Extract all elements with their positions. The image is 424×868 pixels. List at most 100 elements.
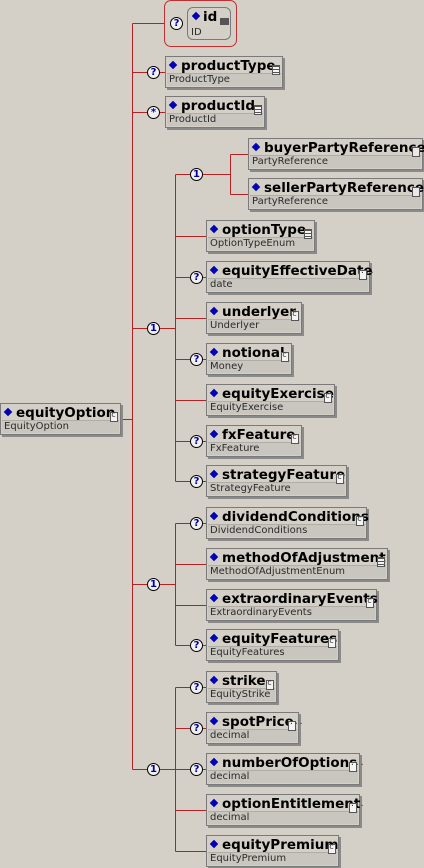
simple-type-icon — [288, 717, 303, 731]
element-name: fxFeature — [210, 427, 295, 443]
complex-type-icon — [366, 596, 374, 608]
element-type: MethodOfAdjustmentEnum — [208, 565, 386, 578]
simple-type-icon — [349, 758, 364, 772]
optional-badge: ? — [190, 517, 203, 530]
complex-type-icon — [336, 472, 344, 484]
optional-badge: ? — [190, 763, 203, 776]
element-optionentitlement[interactable]: optionEntitlement decimal — [206, 794, 364, 826]
element-producttype[interactable]: productType ProductType — [165, 56, 283, 88]
element-type: EquityPremium — [208, 852, 337, 865]
element-numberofoptions[interactable]: numberOfOptions decimal — [206, 753, 364, 785]
attribute-id[interactable]: id ID — [187, 7, 231, 40]
element-type: decimal — [208, 729, 297, 742]
complex-type-icon — [266, 678, 274, 690]
complex-type-icon — [324, 391, 332, 403]
complex-type-icon — [291, 309, 299, 321]
complex-type-icon — [291, 432, 299, 444]
element-equitypremium[interactable]: equityPremium EquityPremium — [206, 835, 339, 867]
optional-badge: ? — [190, 639, 203, 652]
optional-badge: ? — [190, 681, 203, 694]
element-optiontype[interactable]: optionType OptionTypeEnum — [206, 220, 315, 252]
type-icon — [412, 147, 420, 157]
simple-type-icon — [254, 105, 262, 115]
element-name: productType — [169, 58, 276, 74]
element-name: equityPremium — [210, 837, 338, 853]
element-name: optionEntitlement — [210, 796, 360, 812]
simple-type-icon — [359, 266, 374, 280]
optional-badge: ? — [190, 435, 203, 448]
optional-badge: ? — [190, 722, 203, 735]
element-name: extraordinaryEvents — [210, 591, 378, 607]
element-notional[interactable]: notional Money — [206, 343, 292, 375]
element-type: Underlyer — [208, 319, 300, 332]
element-type: StrategyFeature — [208, 482, 345, 495]
element-type: ExtraordinaryEvents — [208, 606, 375, 619]
element-equityfeatures[interactable]: equityFeatures EquityFeatures — [206, 629, 339, 661]
element-name: buyerPartyReference — [252, 140, 424, 156]
sequence-badge: 1 — [147, 578, 160, 591]
sequence-badge: 1 — [147, 322, 160, 335]
element-productid[interactable]: productId ProductId — [165, 96, 265, 128]
repeat-badge: * — [147, 106, 160, 119]
simple-type-icon — [349, 799, 364, 813]
element-name: notional — [210, 345, 285, 361]
element-extraordinaryevents[interactable]: extraordinaryEvents ExtraordinaryEvents — [206, 589, 378, 621]
sequence-badge: 1 — [147, 763, 160, 776]
element-type: Money — [208, 360, 290, 373]
element-underlyer[interactable]: underlyer Underlyer — [206, 302, 302, 334]
element-sellerpartyreference[interactable]: sellerPartyReference PartyReference — [248, 178, 424, 210]
optional-badge: ? — [190, 353, 203, 366]
optional-badge: ? — [190, 475, 203, 488]
complex-type-icon — [328, 636, 336, 648]
element-methodofadjustment[interactable]: methodOfAdjustment MethodOfAdjustmentEnu… — [206, 548, 388, 580]
element-spotprice[interactable]: spotPrice decimal — [206, 712, 303, 744]
element-type: decimal — [208, 811, 358, 824]
attribute-type: ID — [191, 27, 202, 38]
optional-badge: ? — [190, 271, 203, 284]
element-type: PartyReference — [250, 195, 421, 208]
element-name: methodOfAdjustment — [210, 550, 386, 566]
element-name: equityFeatures — [210, 631, 337, 647]
element-name: sellerPartyReference — [252, 180, 424, 196]
element-name: underlyer — [210, 304, 296, 320]
element-type: EquityStrike — [208, 688, 275, 701]
element-type: DividendConditions — [208, 524, 365, 537]
element-type: EquityExercise — [208, 401, 333, 414]
element-name: productId — [169, 98, 255, 114]
element-type: ProductType — [167, 73, 281, 86]
element-equityeffectivedate[interactable]: equityEffectiveDate date — [206, 261, 374, 293]
choice-badge: 1 — [190, 168, 203, 181]
element-type: ProductId — [167, 113, 263, 126]
element-dividendconditions[interactable]: dividendConditions DividendConditions — [206, 507, 369, 539]
element-name: equityEffectiveDate — [210, 263, 373, 279]
element-name: dividendConditions — [210, 509, 369, 525]
element-strike[interactable]: strike EquityStrike — [206, 671, 277, 703]
element-name: strike — [210, 673, 266, 689]
element-type: FxFeature — [208, 442, 300, 455]
element-type: decimal — [208, 770, 358, 783]
element-equityexercise[interactable]: equityExercise EquityExercise — [206, 384, 335, 416]
element-fxfeature[interactable]: fxFeature FxFeature — [206, 425, 302, 457]
element-equityoption[interactable]: equityOption EquityOption — [0, 403, 121, 435]
complex-type-icon — [110, 410, 118, 422]
optional-badge: ? — [147, 66, 160, 79]
element-name: equityOption — [4, 405, 115, 421]
element-strategyfeature[interactable]: strategyFeature StrategyFeature — [206, 465, 347, 497]
complex-type-icon — [328, 842, 336, 854]
element-name: optionType — [210, 222, 306, 238]
element-type: EquityOption — [2, 420, 119, 433]
complex-type-icon — [281, 350, 289, 362]
simple-type-icon — [272, 65, 280, 75]
element-type: OptionTypeEnum — [208, 237, 313, 250]
element-buyerpartyreference[interactable]: buyerPartyReference PartyReference — [248, 138, 424, 170]
element-type: date — [208, 278, 368, 291]
optional-badge: ? — [170, 17, 183, 30]
attribute-name: id — [192, 9, 217, 25]
element-name: spotPrice — [210, 714, 294, 730]
simple-type-icon — [377, 557, 385, 567]
element-name: equityExercise — [210, 386, 334, 402]
type-icon — [412, 187, 420, 197]
element-name: numberOfOptions — [210, 755, 357, 771]
attribute-icon — [220, 18, 229, 25]
